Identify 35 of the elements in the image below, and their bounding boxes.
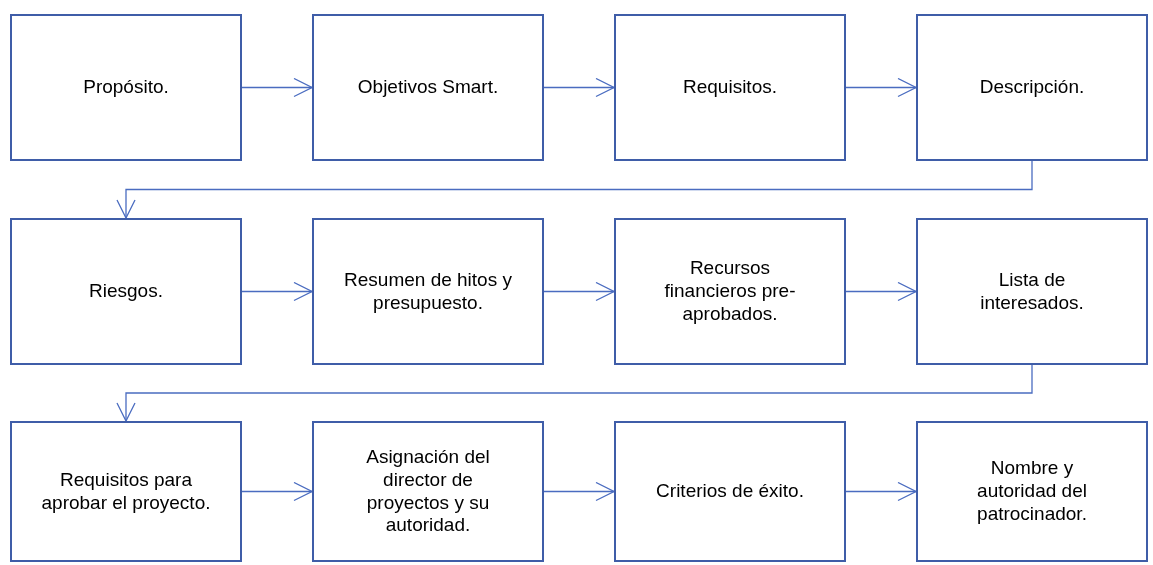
arrow (845, 281, 917, 302)
process-box (10, 14, 242, 161)
arrow (543, 481, 615, 502)
box-label: Descripción. (979, 76, 1085, 99)
process-box (10, 218, 242, 365)
arrow (241, 77, 313, 98)
box-label: Resumen de hitos y presupuesto. (343, 268, 513, 315)
arrow (116, 160, 1033, 219)
arrow (543, 77, 615, 98)
box-label: Riesgos. (89, 280, 163, 303)
box-label: Recursos financieros pre-aprobados. (663, 257, 797, 326)
box-label: Requisitos. (683, 76, 777, 99)
process-box (614, 218, 846, 365)
arrow (845, 77, 917, 98)
box-label: Nombre y autoridad del patrocinador. (976, 457, 1088, 526)
process-box (10, 421, 242, 562)
arrow (543, 281, 615, 302)
process-box (916, 421, 1148, 562)
box-label: Criterios de éxito. (656, 480, 804, 503)
arrow (241, 481, 313, 502)
arrow (116, 364, 1033, 422)
box-label: Propósito. (83, 76, 169, 99)
arrow (241, 281, 313, 302)
process-box (916, 218, 1148, 365)
box-label: Objetivos Smart. (357, 76, 499, 99)
box-label: Asignación del director de proyectos y su autoridad. (365, 445, 491, 538)
process-box (916, 14, 1148, 161)
process-box (312, 421, 544, 562)
process-box (312, 14, 544, 161)
box-label: Requisitos para aprobar el proyecto. (40, 468, 212, 515)
box-label: Lista de interesados. (979, 268, 1085, 315)
process-box (312, 218, 544, 365)
arrow (845, 481, 917, 502)
process-box (614, 14, 846, 161)
process-box (614, 421, 846, 562)
